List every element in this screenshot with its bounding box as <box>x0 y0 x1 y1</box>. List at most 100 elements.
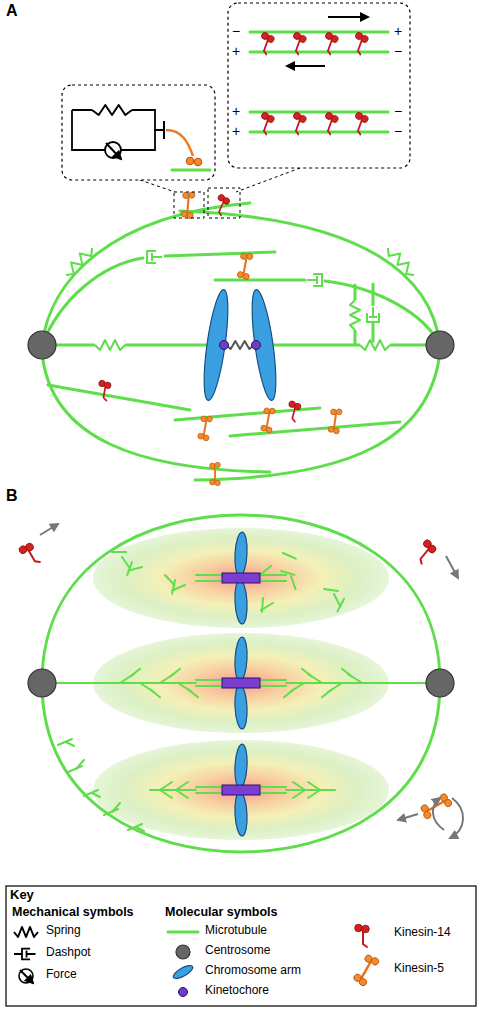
microtubule <box>172 585 185 590</box>
kinesin-5 <box>260 407 276 434</box>
motor-head <box>370 956 380 966</box>
kinesin-14 <box>96 380 112 401</box>
microtubule <box>250 51 388 54</box>
dashpot-piston <box>152 253 162 261</box>
polarity-sign: − <box>232 23 240 39</box>
force-symbol <box>19 969 33 983</box>
motor-head <box>246 253 253 260</box>
kinesin-5 <box>328 408 343 434</box>
kinetochore-plate <box>222 785 260 795</box>
kinesin-5 <box>181 191 195 218</box>
microtubule <box>196 574 222 576</box>
microtubule <box>196 786 222 788</box>
microtubule <box>196 792 222 794</box>
motor-head <box>222 197 231 206</box>
polarity-sign: + <box>232 43 240 59</box>
motion-arrow <box>450 798 463 838</box>
motor-head <box>189 192 196 199</box>
kinesin-14 <box>412 538 438 565</box>
motor-head <box>330 409 337 416</box>
zoom-box <box>228 3 410 168</box>
spring-symbol <box>66 248 92 275</box>
chromosome-arm <box>234 685 248 730</box>
chromosome-arm <box>199 288 232 401</box>
leader-line <box>236 168 300 192</box>
zoom-box <box>62 85 215 180</box>
microtubule <box>165 575 175 585</box>
legend-label: Dashpot <box>46 946 91 960</box>
legend-label: Kinetochore <box>205 984 269 998</box>
kinesin-stalk <box>204 421 207 435</box>
spring-symbol <box>95 340 125 350</box>
microtubule <box>170 669 180 677</box>
legend-heading: Mechanical symbols <box>12 905 134 919</box>
motor-head <box>24 542 34 552</box>
legend-label: Centrosome <box>205 944 270 958</box>
dashpot-symbol <box>147 251 162 263</box>
microtubule <box>260 566 271 575</box>
microtubule <box>286 682 426 684</box>
motor-head <box>333 428 340 435</box>
spring-symbol <box>14 927 38 937</box>
key-frame <box>6 886 476 1006</box>
motion-arrow <box>106 143 121 159</box>
motor-head <box>186 157 194 165</box>
microtubule <box>250 111 388 114</box>
chromosome-arm <box>171 963 194 981</box>
motor-head <box>330 35 339 44</box>
microtubule <box>176 790 188 798</box>
spring-symbol <box>388 248 414 275</box>
chromosome-arm <box>234 637 248 682</box>
dashpot-symbol <box>22 949 36 960</box>
motor-head <box>203 435 210 442</box>
kinesin-stalk <box>187 197 188 212</box>
kinesin-14 <box>288 112 307 136</box>
microtubule <box>291 576 296 589</box>
legend-label: Kinesin-5 <box>394 962 444 976</box>
microtubule <box>284 689 294 697</box>
microtubule <box>160 782 172 790</box>
spring-gap <box>95 343 125 348</box>
kinesin-stalk <box>334 414 336 428</box>
microtubule <box>136 827 144 831</box>
motor-head <box>210 463 215 468</box>
chromosome-arm <box>234 744 248 789</box>
microtubule <box>165 252 275 256</box>
ran-gradient-blob <box>93 740 389 840</box>
microtubule <box>260 679 286 681</box>
motion-arrow <box>446 556 458 578</box>
circuit <box>72 105 210 170</box>
microtubule <box>260 580 286 582</box>
microtubule <box>337 599 344 611</box>
force-symbol <box>105 142 121 158</box>
motor-head <box>215 462 220 467</box>
motor-head <box>181 211 188 218</box>
microtubule <box>92 793 100 797</box>
microtubule <box>56 682 196 684</box>
motor-head <box>360 35 369 44</box>
kinesin-14 <box>285 400 302 422</box>
chromosome-arm <box>234 792 248 837</box>
motion-arrow <box>398 814 418 820</box>
kinesin-5 <box>197 415 213 442</box>
microtubule <box>42 352 270 472</box>
key-box: KeySpringDashpotForceMicrotubuleCentroso… <box>6 886 476 1006</box>
kinesin-14 <box>288 32 307 56</box>
microtubule <box>283 553 296 559</box>
dashpot-symbol <box>367 307 379 322</box>
spring-symbol <box>350 300 360 330</box>
dashpot-piston <box>307 276 317 284</box>
motor-head <box>104 382 111 389</box>
microtubule <box>293 790 305 798</box>
kinesin-14 <box>320 32 339 56</box>
kinesin-14 <box>320 112 339 136</box>
polarity-sign: − <box>394 43 402 59</box>
microtubule <box>130 669 140 677</box>
motor-head <box>330 115 339 124</box>
motor-head <box>269 408 276 415</box>
microtubule <box>250 131 388 134</box>
kinesin-14 <box>350 32 369 56</box>
microtubule <box>42 344 222 347</box>
